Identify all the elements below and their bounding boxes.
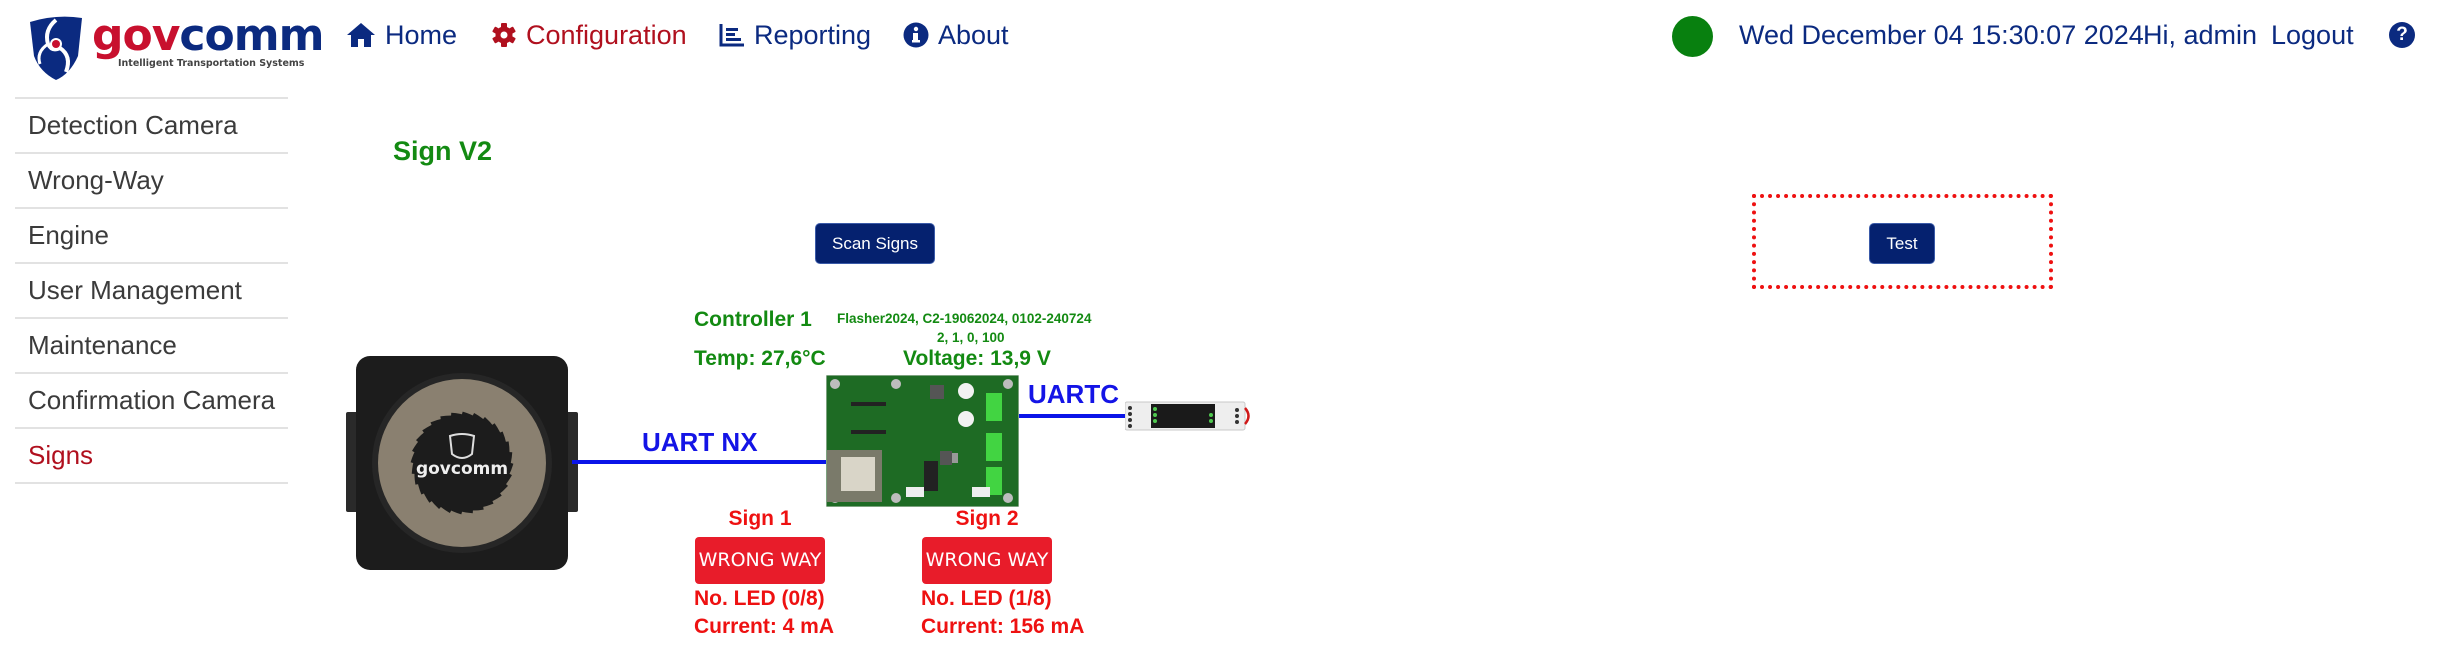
nx-device-logo-text: govcomm <box>416 459 508 479</box>
shield-logo-icon <box>30 16 82 81</box>
sign-1-current: Current: 4 mA <box>694 615 835 638</box>
nav-about[interactable]: About <box>903 17 1009 53</box>
sign-2-current: Current: 156 mA <box>921 615 1085 638</box>
brand-name-part1: gov <box>92 10 180 61</box>
sign-2-led-count: No. LED (1/8) <box>921 587 1052 610</box>
uartc-connection-line <box>1017 414 1129 418</box>
home-icon <box>347 23 375 47</box>
scan-signs-button[interactable]: Scan Signs <box>815 223 935 264</box>
gear-icon <box>492 23 516 47</box>
controller-firmware: Flasher2024, C2-19062024, 0102-240724 <box>837 311 1092 326</box>
govcomm-logo[interactable] <box>26 10 286 82</box>
controller-temperature: Temp: 27,6°C <box>694 347 826 370</box>
sidebar-item-user-management[interactable]: User Management <box>15 262 288 317</box>
uart-nx-label: UART NX <box>642 427 758 457</box>
current-datetime: Wed December 04 15:30:07 2024 <box>1739 20 2144 50</box>
sidebar-item-wrong-way[interactable]: Wrong-Way <box>15 152 288 207</box>
sign-2-title: Sign 2 <box>955 507 1019 530</box>
uart-nx-connection-line <box>572 460 828 464</box>
sign-1-message: WRONG WAY <box>695 537 825 584</box>
controller-board-image <box>825 374 1020 508</box>
user-greeting: Hi, admin <box>2143 20 2258 50</box>
logout-link[interactable]: Logout <box>2271 20 2354 50</box>
brand-name: govcomm <box>92 14 324 58</box>
page-title: Sign V2 <box>393 136 493 166</box>
nav-reporting-label: Reporting <box>754 19 872 50</box>
sign-1-led-count: No. LED (0/8) <box>694 587 825 610</box>
brand-name-part2: comm <box>179 10 324 61</box>
din-rail-module-image <box>1124 398 1253 434</box>
test-button[interactable]: Test <box>1869 223 1935 264</box>
test-highlight-frame <box>1752 194 2053 289</box>
brand-tagline: Intelligent Transportation Systems <box>118 58 305 69</box>
controller-params: 2, 1, 0, 100 <box>937 330 1005 345</box>
help-icon[interactable]: ? <box>2389 22 2415 48</box>
uartc-label: UARTC <box>1028 379 1119 409</box>
chart-icon <box>719 24 744 47</box>
nav-about-label: About <box>938 19 1009 50</box>
din-module-icon <box>1124 401 1250 431</box>
controller-voltage: Voltage: 13,9 V <box>903 347 1051 370</box>
nav-reporting[interactable]: Reporting <box>719 17 871 53</box>
nx-device-icon: govcomm <box>346 356 578 570</box>
sidebar-item-engine[interactable]: Engine <box>15 207 288 262</box>
sidebar-item-signs[interactable]: Signs <box>15 427 288 482</box>
sidebar-item-maintenance[interactable]: Maintenance <box>15 317 288 372</box>
info-icon <box>903 22 929 48</box>
sign-2-message: WRONG WAY <box>922 537 1052 584</box>
sidebar: Detection Camera Wrong-Way Engine User M… <box>15 97 288 484</box>
controller-name: Controller 1 <box>694 308 812 331</box>
nx-device-image: govcomm <box>346 354 578 572</box>
connection-status-indicator <box>1672 16 1713 57</box>
nav-home[interactable]: Home <box>346 17 457 53</box>
nav-configuration-label: Configuration <box>526 19 687 50</box>
nav-configuration[interactable]: Configuration <box>491 17 687 53</box>
sidebar-divider <box>15 482 288 484</box>
sidebar-item-detection-camera[interactable]: Detection Camera <box>15 97 288 152</box>
sign-1-title: Sign 1 <box>728 507 792 530</box>
nav-home-label: Home <box>385 19 458 50</box>
sidebar-item-confirmation-camera[interactable]: Confirmation Camera <box>15 372 288 427</box>
circuit-board-icon <box>825 374 1020 508</box>
